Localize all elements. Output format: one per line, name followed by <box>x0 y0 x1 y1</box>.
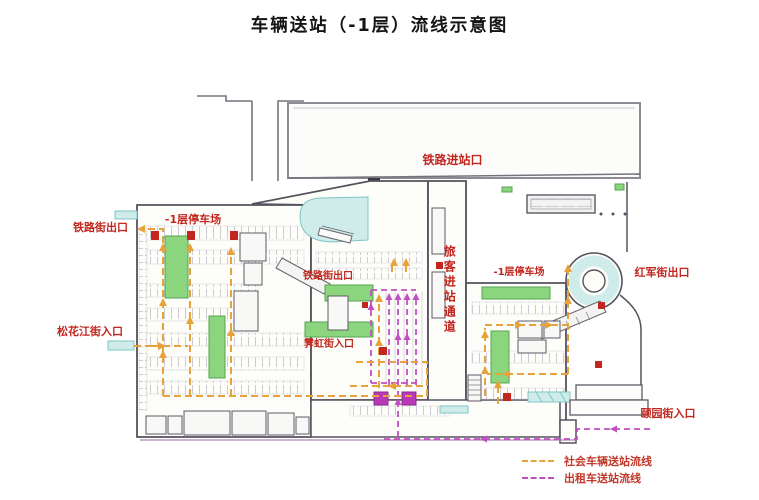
page-title: 车辆送站（-1层）流线示意图 <box>250 16 509 36</box>
label-songhuajiang-entrance: 松花江街入口 <box>57 325 123 338</box>
bottom-corridor <box>310 399 561 438</box>
center-ramp <box>275 225 355 295</box>
label-passenger-corridor: 旅客进站通道 <box>442 245 457 335</box>
legend: 社会车辆送站流线 出租车送站流线 <box>522 452 652 486</box>
cyan-zones <box>107 196 571 414</box>
taxi-flow-line-swatch <box>522 476 554 479</box>
label-tielu-street-exit-mid: 铁路街出口 <box>303 271 353 282</box>
social-vehicle-flow-arrows <box>137 225 572 390</box>
bottom-step <box>559 419 577 444</box>
label-yiyuan-entrance: 颐园街入口 <box>640 407 696 420</box>
topright-platform <box>526 182 628 252</box>
label-hongjun-exit: 红军街出口 <box>634 266 690 279</box>
interior-rooms <box>145 207 649 436</box>
north-corridor <box>197 95 304 181</box>
label-parking-right: -1层停车场 <box>493 267 545 278</box>
label-tielu-street-exit-left: 铁路街出口 <box>73 221 128 234</box>
label-parking-left: -1层停车场 <box>164 213 222 226</box>
legend-item-social: 社会车辆送站流线 <box>522 452 652 469</box>
social-flow-line-swatch <box>522 459 554 462</box>
legend-item-taxi: 出租车送站流线 <box>522 469 652 486</box>
label-railway-entrance: 铁路进站口 <box>422 153 483 167</box>
station-building <box>287 102 641 184</box>
legend-label-taxi: 出租车送站流线 <box>564 471 641 485</box>
stair-markers <box>151 231 605 401</box>
legend-label-social: 社会车辆送站流线 <box>564 454 652 468</box>
label-jihong-entrance: 霁虹街入口 <box>304 339 354 350</box>
